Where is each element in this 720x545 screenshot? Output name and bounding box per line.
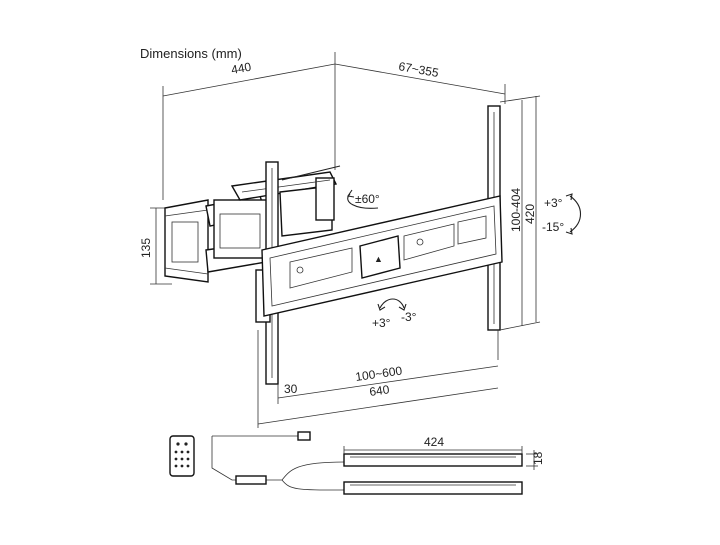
horizontal-dimensions: [257, 330, 499, 428]
tilt-down-label: -15°: [542, 220, 564, 234]
tv-frame: ▲: [261, 195, 503, 317]
vesa-horizontal-label: 100~600: [354, 364, 403, 384]
vesa-vertical-label: 100-404: [509, 188, 523, 232]
center-arrow-icon: ▲: [374, 254, 383, 264]
swing-arms: [205, 165, 341, 273]
tilt-indicator: [565, 193, 582, 235]
light-bars: [343, 446, 538, 495]
plate-height-label: 420: [523, 204, 537, 224]
vertical-dimensions: [499, 95, 541, 331]
bar-length-label: 424: [424, 435, 444, 449]
level-adjust-indicator: [377, 298, 407, 311]
level-minus-label: -3°: [401, 310, 417, 324]
depth-label: 440: [230, 60, 252, 77]
wall-plate: [164, 199, 209, 283]
depth-dimension-lines: [162, 52, 506, 200]
swivel-indicator: [347, 189, 379, 209]
remote-control: [169, 435, 195, 477]
bar-height-label: 18: [531, 451, 545, 465]
extension-label: 67~355: [397, 59, 440, 80]
offset-label: 30: [284, 382, 298, 396]
level-plus-label: +3°: [372, 316, 391, 330]
arm-height-label: 135: [139, 238, 153, 258]
swivel-label: ±60°: [355, 192, 380, 206]
diagram-title: Dimensions (mm): [140, 46, 242, 61]
tilt-up-label: +3°: [544, 196, 563, 210]
plate-width-label: 640: [368, 382, 390, 399]
receiver-cable: [211, 431, 345, 491]
